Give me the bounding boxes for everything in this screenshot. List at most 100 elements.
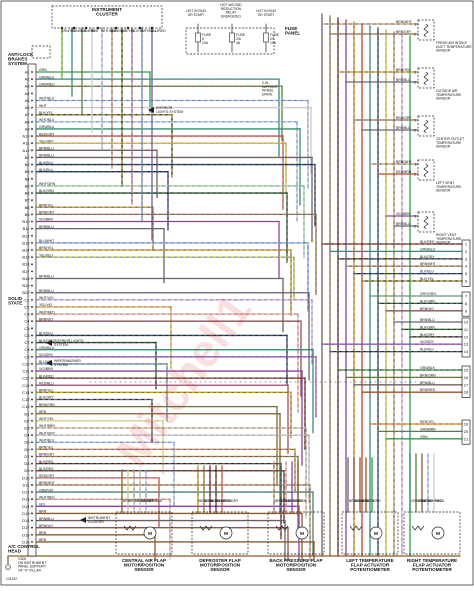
- wire-label-D14: VIO: [39, 503, 45, 507]
- connector-pin-2: 2: [465, 249, 468, 254]
- motor-2-lead-label-3: VIO: [293, 499, 299, 503]
- cluster-harness-label-2: GRN/RED: [81, 29, 97, 33]
- connector-wire-label-4: BRN/WHT: [420, 262, 436, 266]
- wire-label-B3: BLK/BLU: [39, 168, 53, 172]
- wire-label-B9: BRN/GRY: [39, 211, 55, 215]
- pin-dot-B3: [31, 170, 33, 173]
- sensor-2-thermistor: [423, 119, 429, 134]
- pin-D16: D16: [22, 518, 30, 523]
- pin-dot-D10: [31, 476, 33, 479]
- connector-pin-21: 21: [464, 436, 469, 441]
- wire-label-A7: BLK/YEL: [39, 111, 53, 115]
- wire-label-A11: YEL/GRY: [39, 139, 54, 143]
- pin-dot-D2: [31, 419, 33, 422]
- pin-dot-A10: [31, 135, 33, 137]
- pin-dot-D6: [31, 448, 33, 451]
- pin-A12: A12: [22, 148, 30, 153]
- sensor-2-pin-1: 2: [414, 128, 417, 133]
- motor-4-lead-label-2: BRN: [423, 499, 431, 503]
- pin-dot-D12: [31, 491, 33, 493]
- motor-0-symbol: [143, 526, 157, 540]
- wire-label-C16: BRN/GRN: [39, 403, 55, 407]
- pin-B8: B8: [25, 205, 31, 210]
- connector-wire-label-20: GRN/BRN: [420, 427, 436, 431]
- connector-wire-label-12: BLK/GRY: [420, 333, 435, 337]
- sensor-1-wire-label-0: BRN/YEL: [396, 68, 411, 72]
- motor-2-lead-label-1: GRN/VIO: [281, 499, 296, 503]
- connector-wire-label-10: BRN/BLU: [420, 318, 435, 322]
- connector-wire-label-21: GRN: [420, 435, 428, 439]
- pin-dot-B5: [31, 185, 33, 187]
- motor-2-lead-label-0: BRN/WHT: [275, 499, 291, 503]
- connector-pin-5: 5: [465, 271, 468, 276]
- pin-dot-A5: [31, 99, 33, 102]
- motor-1-lead-label-0: BRN/YEL: [199, 499, 214, 503]
- pin-C2: C2: [24, 304, 30, 309]
- pin-C9: C9: [24, 354, 30, 359]
- motor-0-lead-label-2: WHT/BRN: [135, 499, 151, 503]
- pin-D2: D2: [24, 418, 30, 423]
- wire-label-A5: WHT/BLU: [39, 97, 55, 101]
- cluster-harness-label-7: VIO/YEL: [131, 29, 144, 33]
- pin-C14: C14: [22, 390, 30, 395]
- pin-A7: A7: [25, 112, 31, 117]
- motor-1-m: M: [224, 531, 228, 536]
- pin-dot-C9: [31, 355, 33, 358]
- motor-3-symbol: [369, 526, 383, 540]
- cluster-pin: [96, 26, 100, 30]
- motor-1-lead-label-3: BLK/RED: [217, 499, 232, 503]
- pin-dot-D8: [31, 462, 33, 465]
- wire-label-C14: BRN/YEL: [39, 389, 54, 393]
- pin-C12: C12: [22, 376, 30, 381]
- wire-label-D15: BRN: [39, 510, 47, 514]
- wire-label-D11: BRN/WHT: [39, 481, 55, 485]
- cluster-harness-label-3: WHT: [91, 29, 99, 33]
- pin-B6: B6: [25, 191, 31, 196]
- pin-C8: C8: [24, 347, 30, 352]
- pin-dot-A4: [31, 92, 33, 95]
- pin-A6: A6: [25, 105, 31, 110]
- sensor-2-wire-label-0: BRN/GRY: [396, 116, 412, 120]
- pin-C10: C10: [22, 361, 30, 366]
- motor-2-lead-label-4: BRN: [299, 499, 307, 503]
- pin-C1: C1: [24, 297, 30, 302]
- pin-B9: B9: [25, 212, 31, 217]
- motor-3-m: M: [374, 531, 378, 536]
- antilock-connector-box: [31, 45, 51, 59]
- pin-dot-C14: [31, 391, 33, 394]
- wire-label-B8: BRN/YEL: [39, 203, 54, 207]
- motor-2-pot: [275, 525, 289, 531]
- wire-label-A10: RED/GRY: [39, 132, 55, 136]
- connector-pin-13: 13: [464, 342, 469, 347]
- pin-B13: B13: [22, 240, 30, 245]
- pin-dot-C4: [31, 320, 33, 323]
- connector-wire-label-6: BLK/YEL: [420, 277, 434, 281]
- motor-0-box: [115, 511, 173, 555]
- pin-dot-B18: [31, 277, 33, 280]
- motor-3-lead-label-3: BRN: [367, 499, 375, 503]
- motor-4-pot: [411, 525, 425, 531]
- motor-4-lead-label-1: GRN/RED: [417, 499, 433, 503]
- pin-D3: D3: [24, 426, 30, 431]
- cluster-pin: [114, 26, 118, 30]
- pin-A1: A1: [25, 70, 31, 75]
- cluster-pin: [150, 26, 154, 30]
- wire-label-B5: WHT/GRN: [39, 182, 56, 186]
- pin-D19: D19: [22, 539, 30, 544]
- connector-wire-label-7: GRY/GRN: [420, 292, 436, 296]
- wire-label-D10: RED/GRY: [39, 474, 55, 478]
- pin-dot-A3: [31, 85, 33, 88]
- pin-dot-B16: [31, 263, 33, 266]
- wire-label-C15: BLK/GRY: [39, 396, 54, 400]
